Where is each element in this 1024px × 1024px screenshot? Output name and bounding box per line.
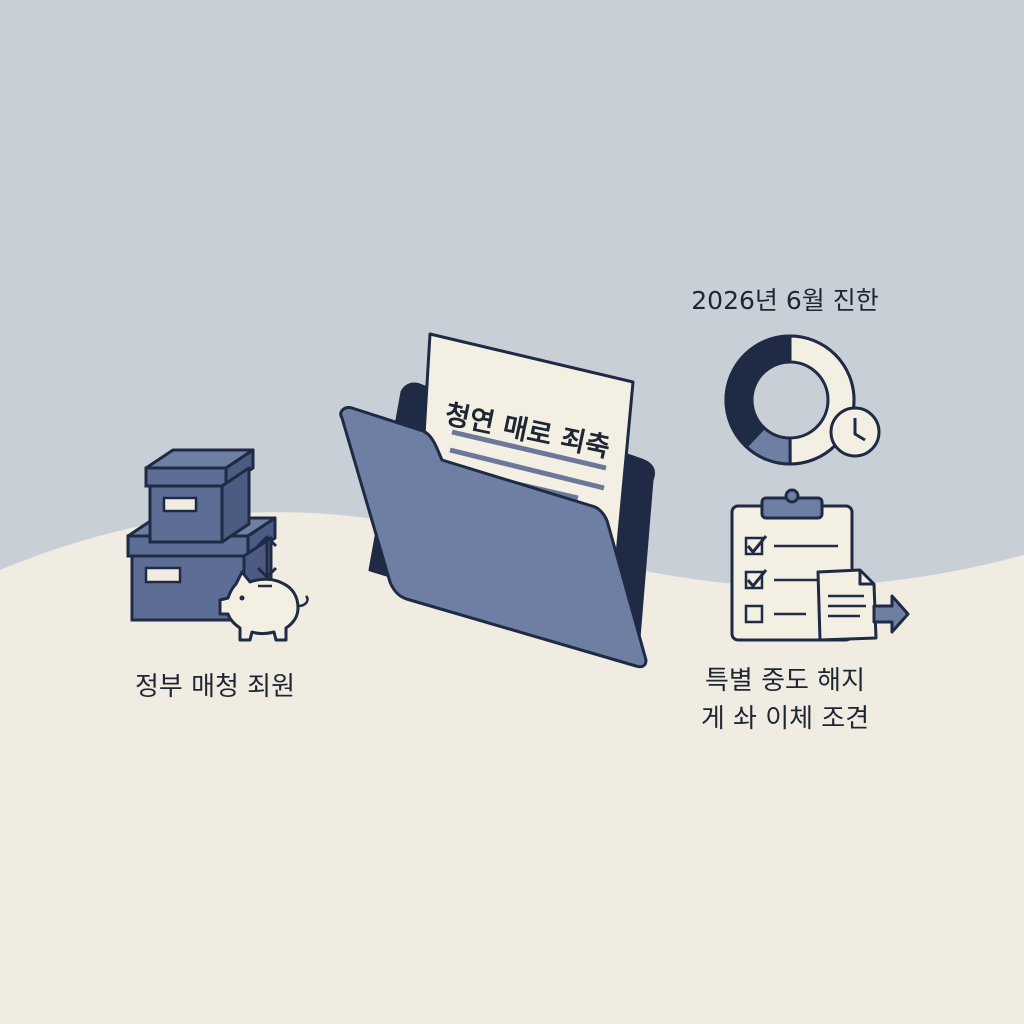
progress-ring-icon — [724, 334, 881, 466]
up-down-arrow-icon — [256, 535, 278, 579]
left-caption: 정부 매청 죄원 — [134, 672, 296, 702]
piggy-bank-icon — [218, 570, 309, 642]
check-mark-0 — [746, 535, 768, 555]
timer-caption: 2026년 6월 진한 — [691, 286, 879, 315]
check-mark-1 — [746, 569, 768, 589]
ring-filled-segment — [724, 334, 792, 449]
right-caption-line2: 게 솨 이체 조견 — [700, 704, 870, 734]
right-caption: 특별 중도 해지 게 솨 이체 조견 — [680, 662, 890, 738]
right-caption-line1: 특별 중도 해지 — [704, 666, 866, 696]
open-folder-icon — [339, 332, 656, 669]
file-transfer-icon — [816, 568, 910, 642]
arrow-right-icon — [872, 594, 910, 634]
clock-icon — [829, 406, 881, 458]
checkbox-2 — [744, 604, 764, 624]
